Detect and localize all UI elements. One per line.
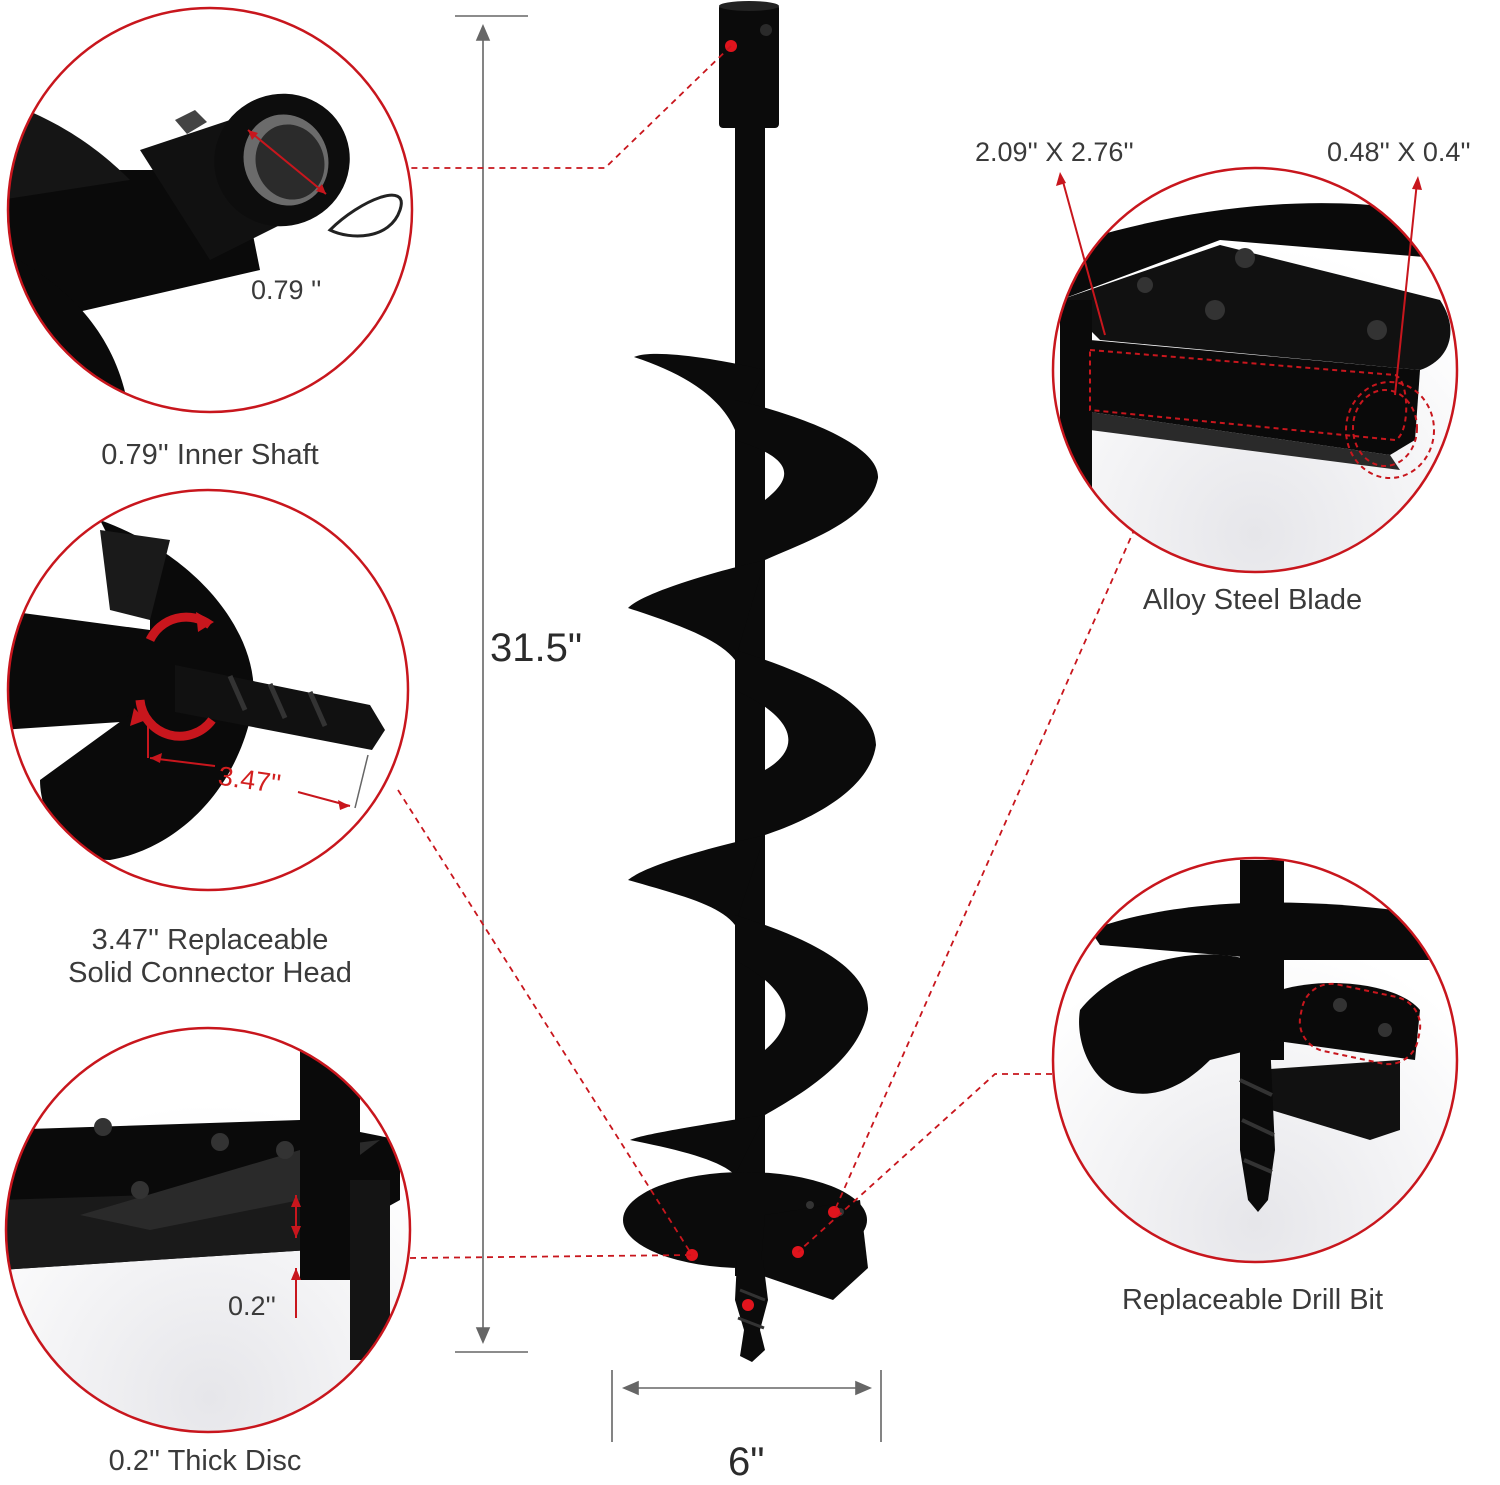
inner-shaft-dimension: 0.79 '' (251, 275, 322, 305)
drill-bit-caption: Replaceable Drill Bit (1121, 1284, 1384, 1316)
drill-bit-detail (1051, 856, 1459, 1264)
connector-caption-line2: Solid Connector Head (68, 957, 352, 989)
height-label: 31.5" (490, 626, 583, 670)
blade-caption: Alloy Steel Blade (1142, 584, 1363, 616)
inner-shaft-detail (6, 6, 414, 414)
thick-disc-detail (4, 1026, 412, 1434)
width-label: 6" (728, 1440, 765, 1484)
connector-caption-line1: 3.47'' Replaceable (91, 924, 329, 956)
blade-tip-dimension: 0.48'' X 0.4'' (1327, 137, 1471, 167)
callout-lines (397, 45, 1136, 1259)
alloy-blade-detail (1051, 166, 1459, 574)
disc-caption: 0.2'' Thick Disc (108, 1445, 302, 1477)
width-dimension-line (611, 1370, 882, 1442)
blade-size-dimension: 2.09'' X 2.76'' (975, 137, 1134, 167)
inner-shaft-caption: 0.79'' Inner Shaft (101, 439, 319, 471)
disc-dimension: 0.2'' (228, 1291, 276, 1321)
connector-head-detail (6, 488, 410, 892)
auger-product (623, 1, 879, 1362)
height-dimension-line (455, 15, 528, 1353)
